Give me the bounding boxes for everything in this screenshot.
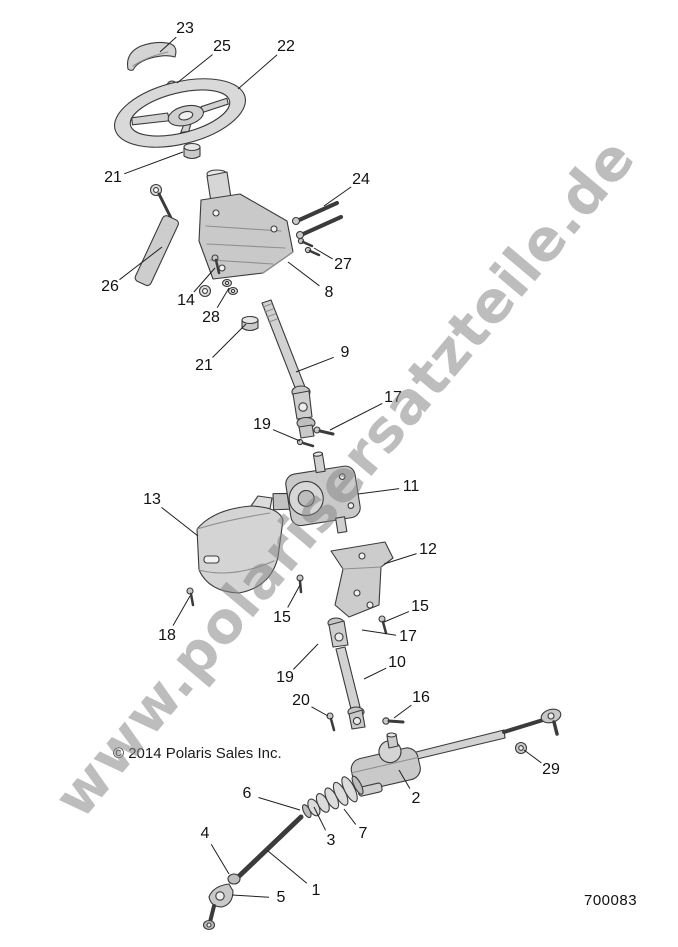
leader-line: [323, 186, 352, 207]
leader-line: [193, 267, 216, 293]
bracket-bolts-part: [291, 201, 343, 240]
leader-line: [398, 769, 411, 789]
nut-29-part: [514, 741, 528, 755]
diagram-number: 700083: [584, 892, 638, 909]
leader-line: [272, 429, 301, 442]
washers-part: [221, 278, 239, 296]
copyright-text: © 2014 Polaris Sales Inc.: [113, 745, 282, 762]
leader-line: [393, 704, 412, 719]
left-tie-rod-part: [231, 814, 304, 884]
leader-line: [329, 402, 383, 431]
leader-line: [267, 850, 308, 884]
leader-line: [210, 844, 230, 875]
jam-nut-part: [227, 873, 241, 885]
leader-line: [363, 667, 387, 680]
lower-bushing-part: [241, 315, 259, 332]
leader-lines-layer: [119, 36, 542, 898]
leader-line: [383, 611, 410, 623]
flange-screws-part: [297, 237, 321, 257]
bolt-15-right-part: [378, 615, 388, 635]
steering-rack-part: [350, 729, 506, 797]
leader-line: [357, 488, 400, 495]
leader-line: [237, 54, 278, 90]
eps-unit-part: [272, 451, 361, 534]
boot-clamp-7-part: [351, 775, 364, 795]
leader-line: [258, 797, 301, 811]
leader-line: [287, 261, 320, 287]
bolt-14-part: [211, 254, 221, 275]
leader-line: [212, 323, 247, 358]
leader-line: [313, 247, 333, 260]
steering-cover-part: [196, 495, 284, 594]
upper-steering-shaft-part: [261, 299, 316, 439]
upper-bushing-part: [183, 142, 201, 160]
steering-wheel-cap-part: [126, 41, 177, 71]
leader-line: [343, 808, 357, 825]
leader-line: [311, 706, 329, 717]
screw-18-part: [186, 587, 195, 607]
leader-line: [361, 629, 397, 636]
leader-line: [159, 36, 177, 53]
leader-line: [313, 806, 327, 831]
leader-line: [287, 584, 301, 608]
bolt-20-part: [326, 712, 336, 732]
ujoint-bolt-17-upper-part: [313, 426, 335, 436]
right-tie-rod-part: [502, 708, 562, 736]
steering-column-bracket-part: [198, 169, 294, 280]
tie-rod-end-part: [202, 883, 234, 931]
eps-mount-bracket-part: [330, 541, 394, 618]
leader-line: [383, 553, 417, 565]
leader-line: [295, 356, 334, 373]
bolt-15-left-part: [296, 574, 304, 594]
steering-wheel-part: [114, 78, 246, 148]
leader-line: [176, 54, 213, 84]
bellows-boot-part: [307, 776, 358, 817]
leader-line: [124, 151, 184, 175]
leader-line: [231, 894, 270, 898]
leader-line: [216, 287, 230, 308]
leader-line: [161, 507, 199, 537]
lower-steering-shaft-part: [327, 617, 366, 730]
leader-line: [293, 643, 319, 670]
leader-line: [172, 595, 191, 626]
bolt-16-part: [382, 717, 405, 725]
leader-line: [523, 749, 542, 764]
leader-line: [119, 246, 163, 281]
